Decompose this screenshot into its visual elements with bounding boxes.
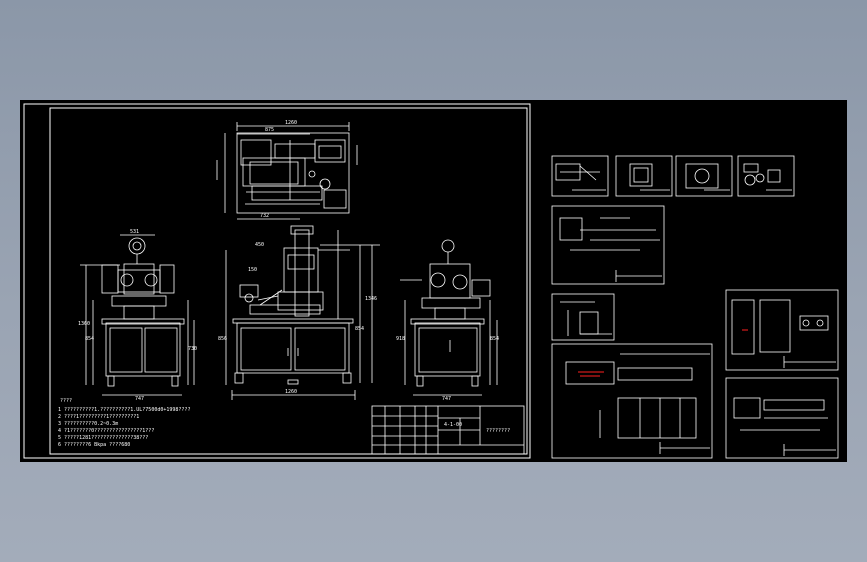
dim-left-width: 747 [135, 396, 144, 402]
note-line-6: 6 ????????6 Bkpa ????680 [58, 442, 130, 448]
sheet-6 [551, 293, 615, 341]
dim-right-h2: 854 [490, 336, 499, 342]
cad-drawing-canvas[interactable]: 1260 875 732 1260 450 150 854 1346 856 5… [20, 100, 847, 462]
sheet-2 [615, 155, 673, 197]
dim-left-h2: 854 [85, 336, 94, 342]
sheet-4 [737, 155, 795, 197]
dim-top-bottom: 732 [260, 213, 269, 219]
thumbnail-sheets [551, 155, 839, 459]
sheet-3 [675, 155, 733, 197]
left-side-view [80, 234, 195, 396]
note-line-2: 2 ????1?????????1?????????1 [58, 414, 139, 420]
sheet-9 [725, 377, 839, 459]
dim-front-top: 450 [255, 242, 264, 248]
main-sheet [23, 103, 531, 459]
title-block-drawing-no: 4-1-00 [444, 422, 462, 428]
dim-left-h1: 1360 [78, 321, 90, 327]
right-side-view [400, 239, 498, 396]
sheet-8 [551, 343, 713, 459]
sheet-7 [725, 289, 839, 371]
dim-front-left: 856 [218, 336, 227, 342]
sheet-5 [551, 205, 665, 285]
dim-front-side3: 1346 [365, 296, 377, 302]
dim-front-side1: 150 [248, 267, 257, 273]
notes-heading: ???? [60, 398, 72, 404]
title-block [371, 405, 525, 455]
dim-right-width: 747 [442, 396, 451, 402]
note-line-5: 5 ?????1281??????????????38??? [58, 435, 148, 441]
cad-drawing: 1260 875 732 1260 450 150 854 1346 856 5… [23, 103, 839, 459]
dim-left-top: 531 [130, 229, 139, 235]
note-line-4: 4 ?1???????0????????????????1??? [58, 428, 154, 434]
dim-left-h3: 730 [188, 346, 197, 352]
top-view [216, 122, 358, 220]
dim-top-inner: 875 [265, 127, 274, 133]
note-line-1: 1 ??????????1.??????????1.UL?7500d0+1998… [58, 407, 190, 413]
note-line-3: 3 ??????????0.2~0.3m [58, 421, 118, 427]
dimension-text: 1260 875 732 1260 450 150 854 1346 856 5… [58, 120, 510, 448]
red-highlights [578, 329, 748, 377]
dim-front-width: 1260 [285, 389, 297, 395]
sheet-1 [551, 155, 609, 197]
dim-front-side2: 854 [355, 326, 364, 332]
front-view [225, 225, 380, 400]
dim-right-h1: 918 [396, 336, 405, 342]
title-block-code: ???????? [486, 428, 510, 434]
dim-top-overall: 1260 [285, 120, 297, 126]
